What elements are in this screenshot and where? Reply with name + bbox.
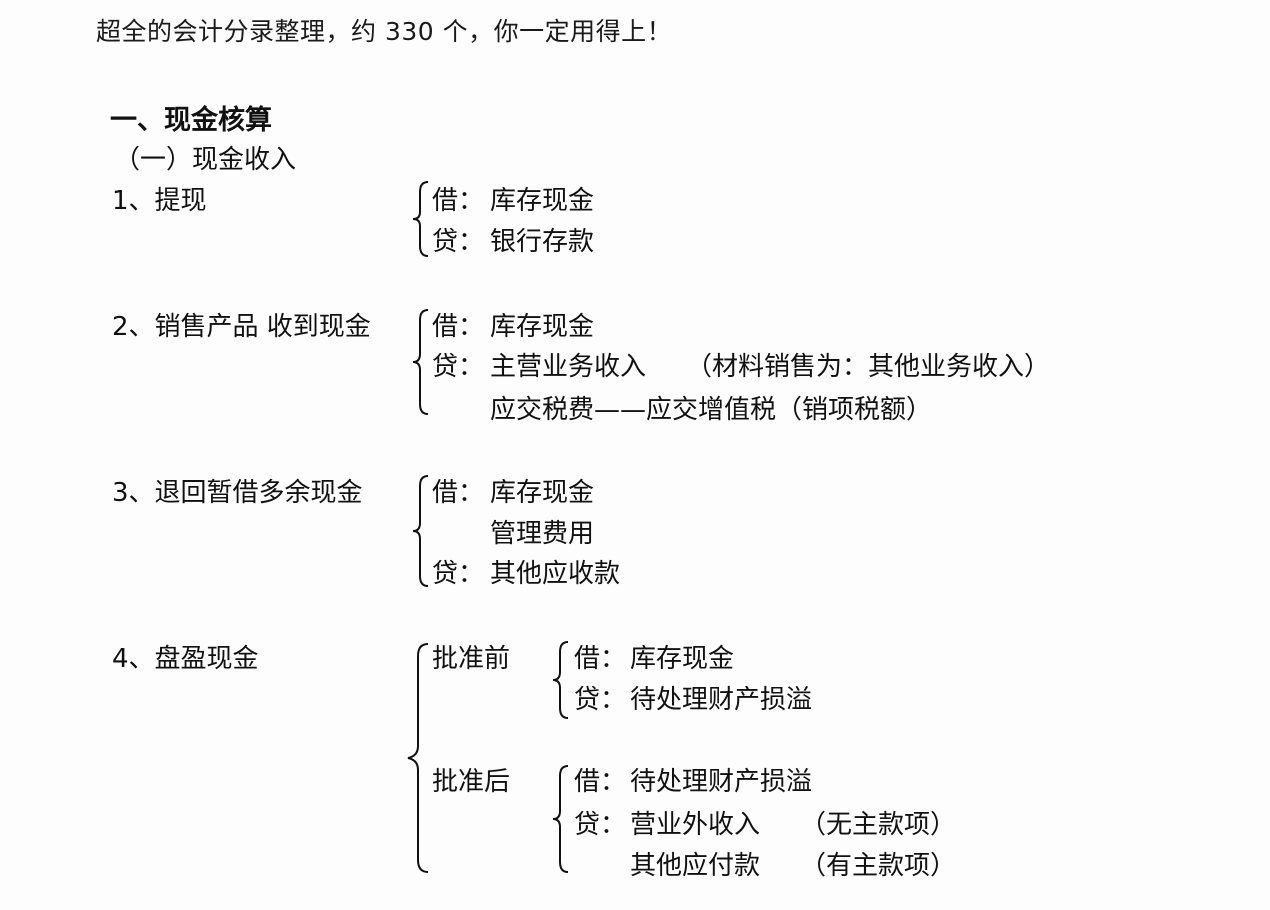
credit-side-label: 贷： [432, 352, 485, 382]
curly-brace-icon [404, 642, 430, 874]
credit-account: 营业外收入 [630, 810, 761, 840]
curly-brace-icon [410, 474, 430, 588]
curly-brace-icon [550, 640, 570, 720]
item-title: 1、提现 [112, 186, 207, 216]
debit-account: 库存现金 [490, 312, 595, 342]
debit-side-label: 借： [432, 186, 485, 216]
credit-account: 其他应付款 [630, 851, 761, 881]
entry-note: （无主款项） [800, 810, 957, 840]
credit-account: 主营业务收入 [490, 352, 647, 382]
entry-note: （材料销售为：其他业务收入） [686, 352, 1051, 382]
credit-side-label: 贷： [574, 810, 627, 840]
debit-account: 库存现金 [490, 186, 595, 216]
debit-side-label: 借： [432, 312, 485, 342]
debit-account: 管理费用 [490, 519, 595, 549]
item-title: 2、销售产品 收到现金 [112, 312, 371, 342]
credit-account: 应交税费——应交增值税（销项税额） [490, 395, 933, 425]
credit-side-label: 贷： [432, 227, 485, 257]
debit-side-label: 借： [432, 478, 485, 508]
entry-note: （有主款项） [800, 851, 957, 881]
debit-account: 库存现金 [630, 644, 735, 674]
intro-text: 超全的会计分录整理，约 330 个，你一定用得上！ [96, 17, 673, 46]
subsection-title: （一）现金收入 [114, 145, 297, 175]
debit-account: 库存现金 [490, 478, 595, 508]
debit-side-label: 借： [574, 644, 627, 674]
item-title: 4、盘盈现金 [112, 644, 259, 674]
item-title: 3、退回暂借多余现金 [112, 478, 363, 508]
debit-side-label: 借： [574, 767, 627, 797]
stage-label: 批准后 [432, 767, 511, 797]
debit-account: 待处理财产损溢 [630, 767, 813, 797]
credit-side-label: 贷： [574, 685, 627, 715]
credit-account: 银行存款 [490, 227, 595, 257]
credit-account: 待处理财产损溢 [630, 685, 813, 715]
section-title: 一、现金核算 [110, 105, 272, 136]
credit-account: 其他应收款 [490, 559, 621, 589]
stage-label: 批准前 [432, 644, 511, 674]
curly-brace-icon [410, 180, 430, 258]
credit-side-label: 贷： [432, 559, 485, 589]
curly-brace-icon [550, 764, 570, 874]
curly-brace-icon [410, 308, 430, 416]
